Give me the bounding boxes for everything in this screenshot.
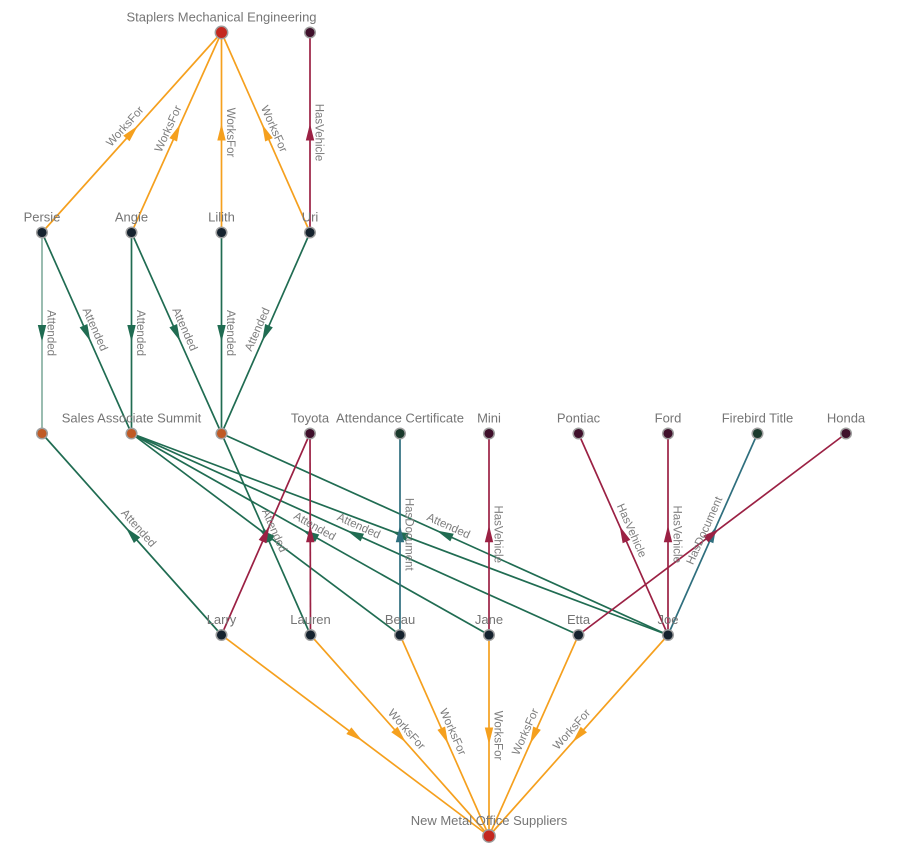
edge-label-angie-summit_b: Attended (134, 310, 146, 356)
node-label-att_cert: Attendance Certificate (336, 411, 464, 426)
edge-arrow-beau-att_cert (395, 525, 405, 543)
node-label-summit_b: Sales Associate Summit (62, 411, 202, 426)
node-nmos[interactable] (482, 829, 496, 843)
edge-label-uri-vehicle_top: HasVehicle (313, 104, 325, 162)
edge-label-persie-summit_a: Attended (45, 310, 57, 356)
edge-arrow-uri-summit_c (262, 323, 273, 342)
node-joe[interactable] (661, 628, 675, 642)
edge-arrow-beau-nmos (437, 726, 449, 744)
edge-arrow-larry-toyota (258, 526, 270, 544)
node-label-beau: Beau (385, 612, 415, 627)
node-label-mini: Mini (477, 411, 501, 426)
node-summit_b[interactable] (125, 427, 138, 440)
node-jane[interactable] (482, 628, 496, 642)
edge-label-jane-nmos: WorksFor (492, 711, 504, 761)
edge-label-larry-summit_a: Attended (118, 507, 158, 549)
edge-arrow-joe-nmos (572, 726, 587, 743)
node-toyota[interactable] (303, 427, 317, 440)
node-label-staplers: Staplers Mechanical Engineering (126, 10, 316, 25)
edge-arrow-joe-ford (663, 525, 673, 543)
node-firebird[interactable] (751, 427, 764, 440)
edge-arrow-larry-nmos (346, 727, 363, 741)
edge-arrow-lauren-nmos (391, 726, 406, 743)
node-lilith[interactable] (215, 226, 228, 239)
node-label-jane: Jane (475, 612, 503, 627)
node-honda[interactable] (839, 427, 853, 440)
edge-label-lilith-staplers: WorksFor (224, 108, 236, 158)
node-staplers[interactable] (214, 25, 229, 40)
edge-label-uri-staplers: WorksFor (258, 104, 289, 154)
edge-arrow-lilith-staplers (217, 123, 226, 141)
edge-arrows-layer (37, 123, 720, 745)
edge-label-beau-att_cert: HasDocument (403, 498, 415, 572)
node-label-honda: Honda (827, 411, 866, 426)
node-mini[interactable] (482, 427, 496, 440)
edge-arrow-jane-nmos (484, 727, 494, 745)
edge-arrow-etta-honda (703, 528, 720, 543)
edge-label-lilith-summit_c: Attended (224, 310, 236, 356)
edge-arrow-angie-staplers (169, 124, 181, 142)
edge-arrow-uri-vehicle_top (305, 123, 315, 141)
node-label-angie: Angie (115, 210, 148, 225)
node-pontiac[interactable] (572, 427, 585, 440)
node-etta[interactable] (572, 628, 585, 642)
node-persie[interactable] (35, 226, 49, 239)
edge-arrow-lauren-toyota (306, 525, 315, 543)
node-label-ford: Ford (655, 411, 682, 426)
node-beau[interactable] (393, 628, 407, 642)
edge-label-joe-firebird: HasDocument (685, 494, 726, 566)
node-summit_c[interactable] (215, 427, 228, 440)
node-label-persie: Persie (24, 210, 61, 225)
edge-arrow-joe-summit_c (436, 530, 454, 542)
node-label-etta: Etta (567, 612, 591, 627)
node-label-lauren: Lauren (290, 612, 330, 627)
edge-arrow-angie-summit_c (169, 323, 181, 342)
node-label-joe: Joe (658, 612, 679, 627)
edge-arrow-jane-mini (484, 525, 494, 543)
edge-arrow-persie-summit_a (37, 325, 47, 342)
nodes-layer (35, 25, 853, 843)
edge-arrow-uri-staplers (262, 124, 273, 142)
edge-arrow-lilith-summit_c (217, 325, 226, 342)
node-vehicle_top[interactable] (303, 26, 317, 39)
edge-arrow-joe-pontiac (619, 526, 631, 544)
node-angie[interactable] (125, 226, 138, 239)
edge-arrow-larry-summit_a (125, 527, 141, 544)
node-label-firebird: Firebird Title (722, 411, 794, 426)
node-label-lilith: Lilith (208, 210, 235, 225)
edge-label-persie-staplers: WorksFor (104, 104, 146, 149)
edge-arrow-etta-nmos (530, 726, 541, 744)
edge-label-joe-nmos: WorksFor (551, 707, 593, 752)
node-label-nmos: New Metal Office Suppliers (411, 813, 568, 828)
edge-label-lauren-nmos: WorksFor (385, 707, 427, 752)
edge-arrow-angie-summit_b (127, 325, 136, 342)
node-label-larry: Larry (207, 612, 237, 627)
edge-label-joe-ford: HasVehicle (671, 505, 683, 563)
edge-arrow-etta-summit_b (346, 530, 365, 542)
node-ford[interactable] (661, 427, 675, 440)
edge-arrow-persie-summit_b (79, 323, 91, 342)
node-larry[interactable] (215, 628, 228, 642)
node-lauren[interactable] (304, 628, 317, 642)
node-uri[interactable] (303, 226, 317, 239)
node-label-pontiac: Pontiac (557, 411, 601, 426)
node-att_cert[interactable] (393, 427, 407, 440)
node-summit_a[interactable] (35, 427, 49, 440)
node-label-uri: Uri (302, 210, 319, 225)
edge-label-jane-mini: HasVehicle (492, 505, 504, 563)
edge-arrow-persie-staplers (123, 125, 138, 142)
edge-label-angie-staplers: WorksFor (153, 104, 184, 154)
node-label-toyota: Toyota (291, 411, 330, 426)
